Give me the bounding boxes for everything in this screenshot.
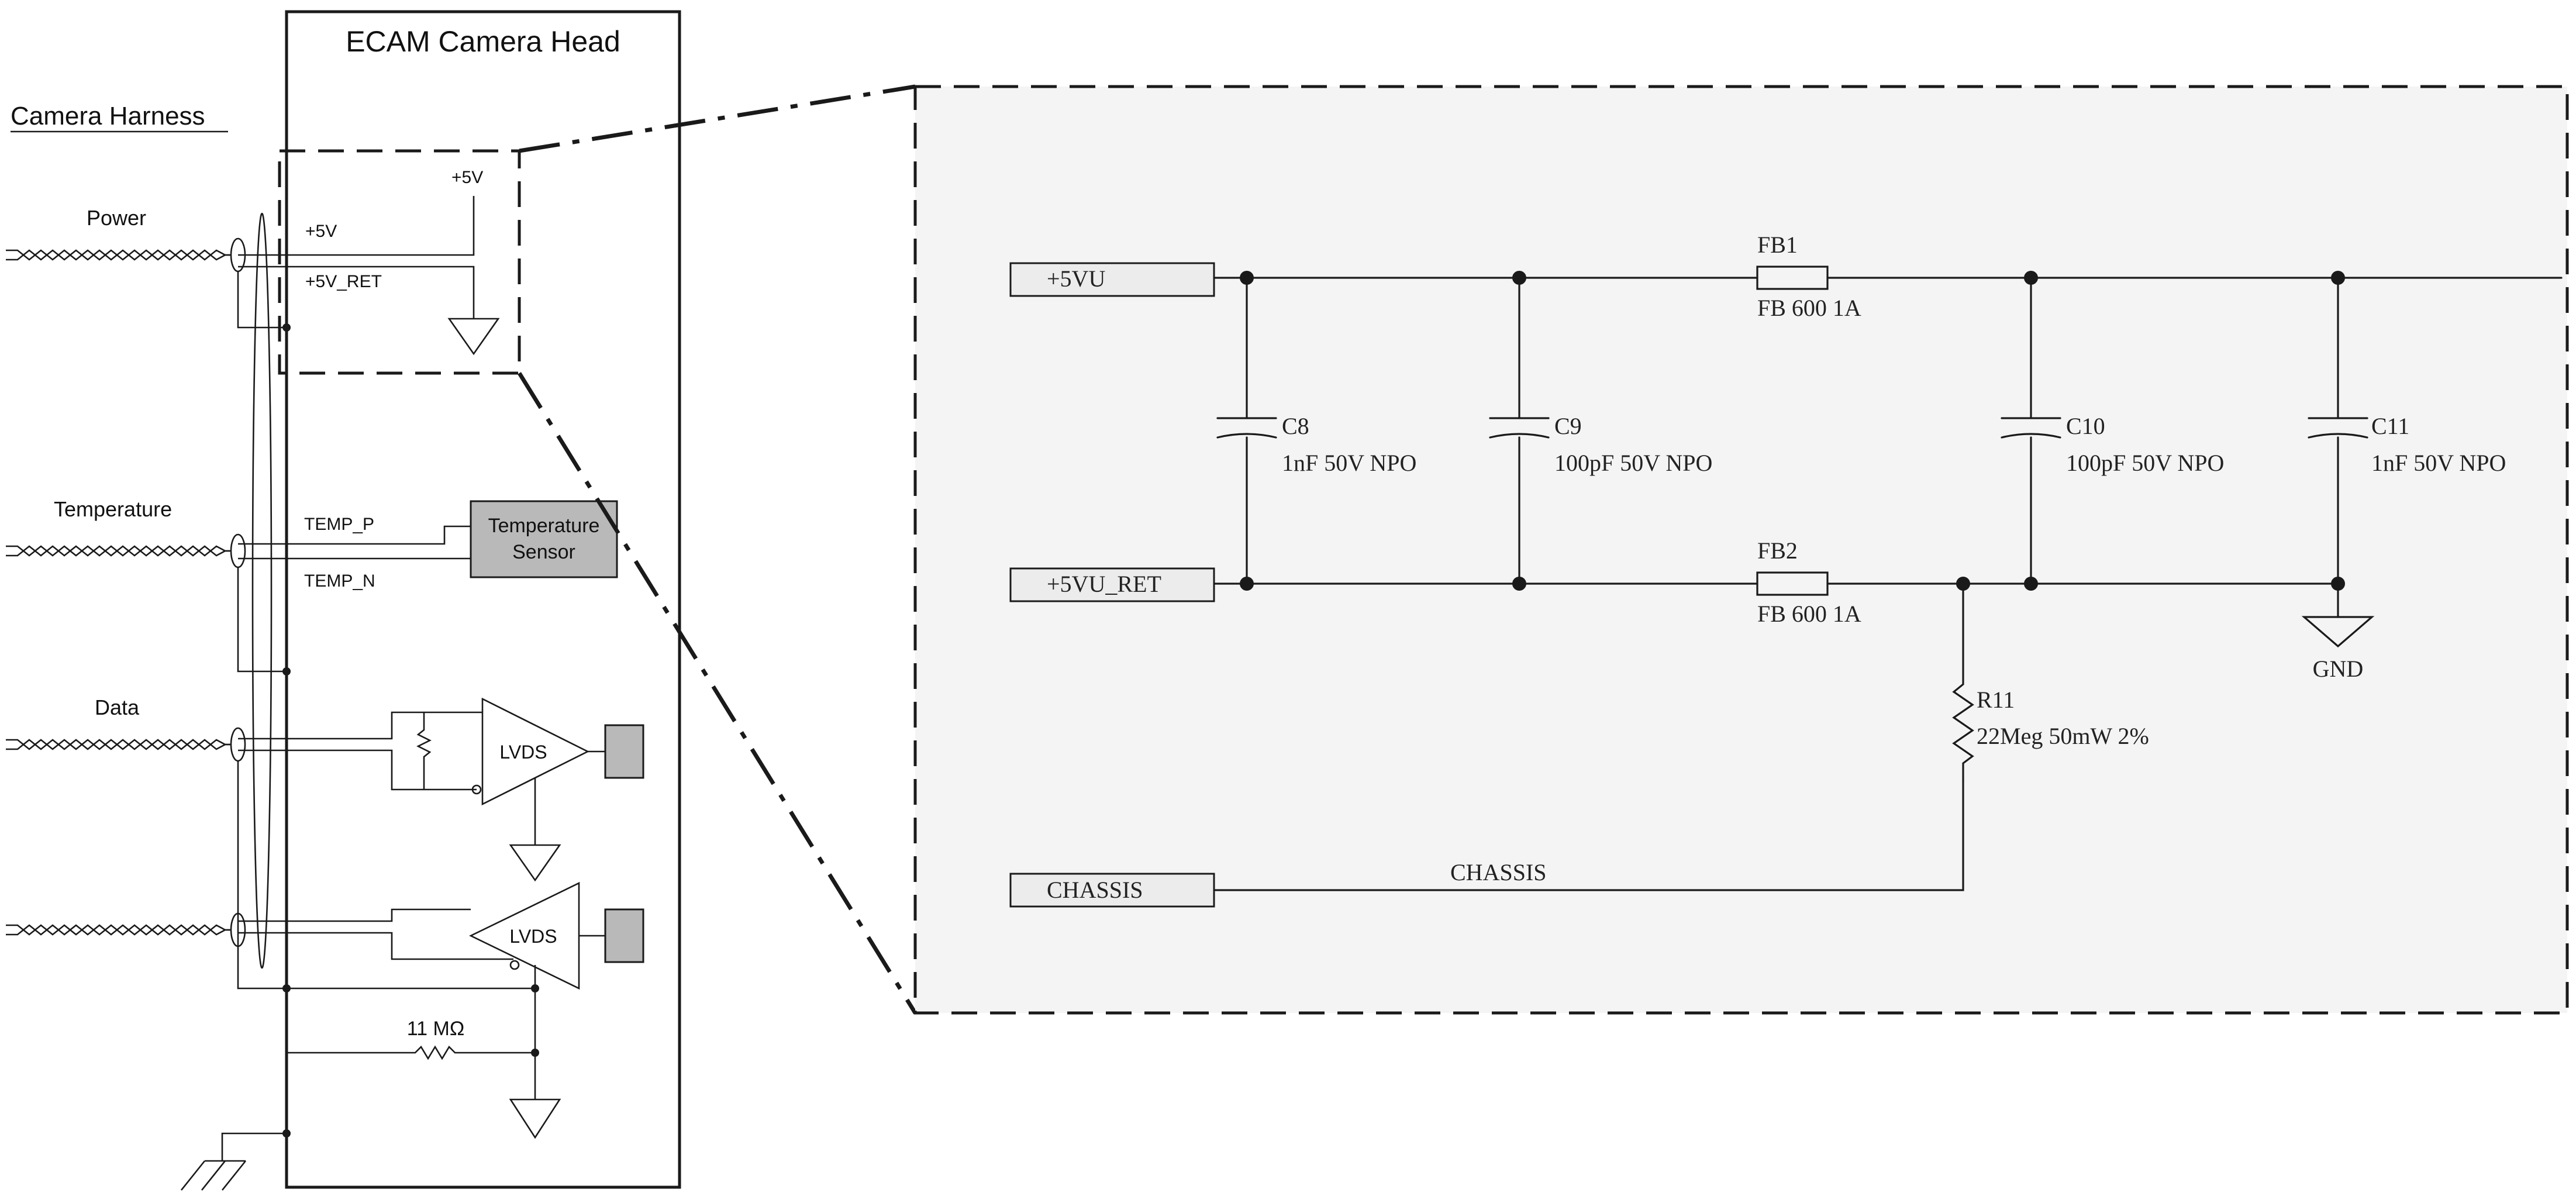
c9-ref: C9 (1554, 413, 1582, 439)
c8-value: 1nF 50V NPO (1282, 450, 1416, 476)
detail-panel-background (915, 87, 2567, 1013)
capacitor-c11: C11 1nF 50V NPO (2308, 277, 2506, 585)
c9-value: 100pF 50V NPO (1554, 450, 1712, 476)
temperature-sensor-box (470, 500, 618, 578)
lvds-tx-label: LVDS (509, 926, 557, 947)
net-temp-p: TEMP_P (304, 515, 374, 534)
camera-harness: Camera Harness Power Temperature Data (6, 102, 291, 1191)
c10-value: 100pF 50V NPO (2066, 450, 2224, 476)
lvds-rx-load (604, 724, 644, 779)
r11-ref: R11 (1977, 687, 2015, 713)
port-plus5vu (1009, 262, 1215, 297)
net-plus5v: +5V (305, 222, 337, 241)
camera-head-box (285, 10, 681, 1189)
power-section: +5V +5V +5V_RET (238, 149, 521, 375)
temperature-sensor-line2: Sensor (512, 541, 575, 563)
harness-label: Camera Harness (11, 102, 205, 130)
temperature-sensor-line1: Temperature (488, 515, 600, 537)
net-plus5v-top: +5V (451, 168, 483, 187)
net-plus5v-ret: +5V_RET (305, 272, 382, 291)
chassis-net-label: CHASSIS (1450, 859, 1547, 885)
r11-value: 22Meg 50mW 2% (1977, 723, 2149, 749)
data-label: Data (95, 695, 140, 719)
data-twisted-pair: Data (6, 695, 246, 762)
c8-ref: C8 (1282, 413, 1309, 439)
port-plus5vu-label: +5VU (1047, 266, 1105, 292)
overall-shield (251, 212, 273, 969)
temperature-twisted-pair: Temperature (6, 497, 246, 568)
resistor-11m-label: 11 MΩ (407, 1018, 464, 1040)
power-filter-detail: +5VU +5VU_RET CHASSIS FB1 FB 600 1A FB2 … (913, 85, 2569, 1015)
camera-head: ECAM Camera Head +5V +5V +5V_RET Tempera… (238, 10, 681, 1189)
lvds-transmitter: LVDS (238, 881, 644, 990)
temperature-label: Temperature (54, 497, 172, 521)
output-twisted-pair (6, 912, 246, 947)
detail-panel-border (913, 85, 2569, 1015)
shield-drains (237, 271, 287, 990)
gnd-label: GND (2313, 656, 2364, 682)
net-temp-n: TEMP_N (304, 571, 375, 591)
port-chassis-label: CHASSIS (1047, 877, 1143, 903)
temperature-section: Temperature Sensor TEMP_P TEMP_N (238, 500, 618, 591)
capacitor-c10: C10 100pF 50V NPO (2001, 277, 2224, 585)
port-plus5vu-ret (1009, 567, 1215, 602)
c11-ref: C11 (2371, 413, 2409, 439)
junction-dots (1240, 271, 2345, 591)
camera-head-title: ECAM Camera Head (346, 25, 620, 58)
port-plus5vu-ret-label: +5VU_RET (1047, 571, 1161, 597)
fb2-value: FB 600 1A (1757, 601, 1861, 627)
chassis-ground-symbol (180, 1132, 287, 1191)
fb2-symbol (1756, 571, 1829, 596)
fb1-value: FB 600 1A (1757, 295, 1861, 321)
c11-value: 1nF 50V NPO (2371, 450, 2506, 476)
zoom-region-box (278, 149, 521, 375)
lvds-rx-label: LVDS (499, 742, 547, 763)
bleed-resistor: 11 MΩ (287, 984, 561, 1139)
gnd-symbol: GND (2301, 583, 2375, 682)
capacitor-c8: C8 1nF 50V NPO (1216, 277, 1416, 585)
capacitor-c9: C9 100pF 50V NPO (1489, 277, 1712, 585)
rail-chassis (1213, 780, 1964, 891)
lvds-tx-load (604, 908, 644, 963)
resistor-r11: R11 22Meg 50mW 2% (1952, 583, 2149, 782)
power-twisted-pair: Power (6, 206, 246, 273)
fb1-symbol (1756, 266, 1829, 290)
zoom-line-bottom (518, 372, 917, 1014)
lvds-receiver: LVDS (238, 697, 644, 882)
fb1-ref: FB1 (1757, 232, 1798, 258)
power-label: Power (87, 206, 146, 230)
fb2-ref: FB2 (1757, 537, 1798, 564)
port-chassis (1009, 873, 1215, 908)
c10-ref: C10 (2066, 413, 2105, 439)
zoom-line-top (519, 84, 916, 153)
